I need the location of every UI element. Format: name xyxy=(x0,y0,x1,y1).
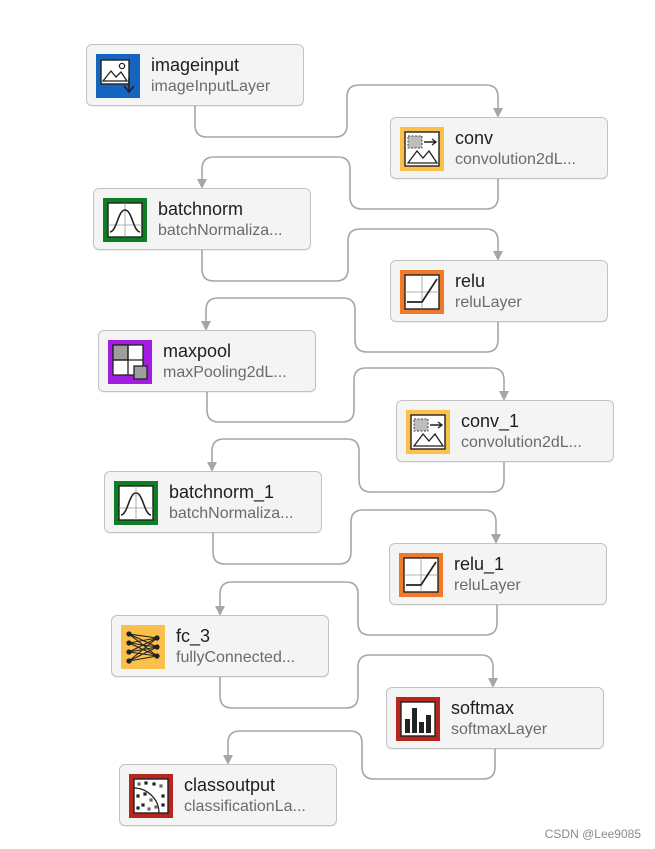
batch-normalization-icon xyxy=(114,481,158,525)
layer-type: reluLayer xyxy=(455,294,522,311)
softmax-icon xyxy=(396,697,440,741)
layer-name: relu_1 xyxy=(454,554,505,574)
layer-node-classoutput[interactable]: classoutput classificationLa... xyxy=(119,764,337,826)
layer-name: conv xyxy=(455,128,494,148)
layer-type: batchNormaliza... xyxy=(158,222,283,239)
layer-type: classificationLa... xyxy=(184,798,306,815)
layer-node-fc_3[interactable]: fc_3 fullyConnected... xyxy=(111,615,329,677)
connection-line xyxy=(212,509,501,565)
batch-normalization-icon xyxy=(103,198,147,242)
classification-output-icon xyxy=(129,774,173,818)
layer-node-conv[interactable]: conv convolution2dL... xyxy=(390,117,608,179)
fully-connected-icon xyxy=(121,625,165,669)
layer-name: conv_1 xyxy=(461,411,520,431)
connection-line xyxy=(207,438,505,493)
layer-name: maxpool xyxy=(163,341,232,361)
layer-node-imageinput[interactable]: imageinput imageInputLayer xyxy=(86,44,304,106)
relu-icon xyxy=(399,553,443,597)
layer-name: batchnorm_1 xyxy=(169,482,275,502)
layer-type: maxPooling2dL... xyxy=(163,364,287,381)
layer-node-relu[interactable]: relu reluLayer xyxy=(390,260,608,322)
layer-type: convolution2dL... xyxy=(461,434,582,451)
layer-name: softmax xyxy=(451,698,515,718)
layer-node-conv_1[interactable]: conv_1 convolution2dL... xyxy=(396,400,614,462)
connection-line xyxy=(197,156,499,210)
layer-name: imageinput xyxy=(151,55,240,75)
connection-line xyxy=(219,654,498,709)
layer-type: batchNormaliza... xyxy=(169,505,294,522)
connection-line xyxy=(215,581,498,636)
layer-type: imageInputLayer xyxy=(151,78,271,95)
layer-node-batchnorm[interactable]: batchnorm batchNormaliza... xyxy=(93,188,311,250)
layer-name: classoutput xyxy=(184,775,276,795)
connection-line xyxy=(194,84,503,138)
layer-node-softmax[interactable]: softmax softmaxLayer xyxy=(386,687,604,749)
layer-node-batchnorm_1[interactable]: batchnorm_1 batchNormaliza... xyxy=(104,471,322,533)
connection-line xyxy=(223,730,496,780)
layer-name: relu xyxy=(455,271,486,291)
layer-type: fullyConnected... xyxy=(176,649,296,666)
layer-name: fc_3 xyxy=(176,626,211,646)
convolution-icon xyxy=(400,127,444,171)
max-pooling-icon xyxy=(108,340,152,384)
layer-name: batchnorm xyxy=(158,199,244,219)
layer-type: softmaxLayer xyxy=(451,721,548,738)
layer-node-maxpool[interactable]: maxpool maxPooling2dL... xyxy=(98,330,316,392)
watermark: CSDN @Lee9085 xyxy=(544,827,641,841)
layer-node-relu_1[interactable]: relu_1 reluLayer xyxy=(389,543,607,605)
connection-line xyxy=(206,367,509,423)
layer-type: convolution2dL... xyxy=(455,151,576,168)
connection-line xyxy=(201,228,503,282)
layer-type: reluLayer xyxy=(454,577,521,594)
image-input-icon xyxy=(96,54,140,98)
convolution-icon xyxy=(406,410,450,454)
connection-line xyxy=(201,297,499,353)
relu-icon xyxy=(400,270,444,314)
